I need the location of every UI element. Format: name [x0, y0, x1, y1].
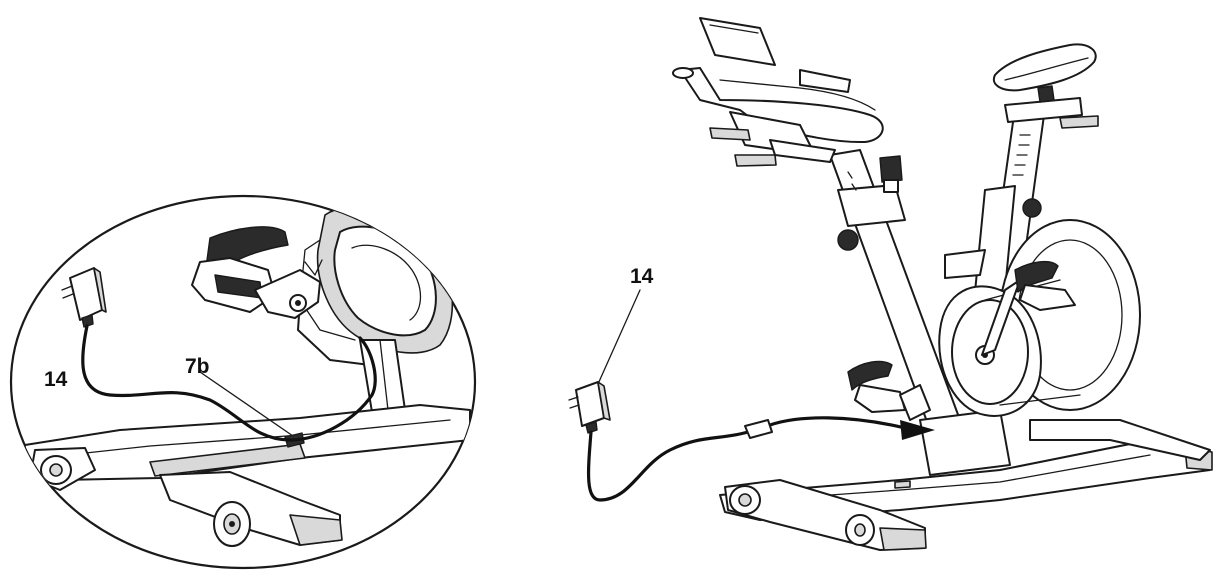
leader-line-14-main: [597, 289, 641, 385]
bike-frame: [829, 149, 1011, 476]
bike-power-port-arrow: [768, 416, 935, 440]
bike-saddle: [992, 43, 1097, 103]
detail-magnifier: 14 7b: [9, 194, 477, 570]
bike-base: [719, 419, 1213, 551]
main-cable-plug: [744, 419, 773, 439]
leader-line-7b: [199, 371, 294, 437]
callout-7b: 7b: [185, 355, 210, 378]
bike-seat-post: [944, 97, 1099, 293]
bike-handlebar: [672, 17, 884, 167]
callout-14-main: 14: [630, 265, 654, 288]
callout-14-detail: 14: [44, 368, 68, 391]
detail-pedal: [191, 226, 323, 319]
main-power-cable: [586, 430, 750, 502]
bike-pedals: [847, 260, 1076, 421]
detail-power-cable: [81, 324, 377, 442]
main-power-adapter: [568, 381, 611, 434]
spin-bike: 14: [568, 17, 1213, 551]
bike-resistance-knob: [837, 155, 903, 251]
bike-flywheel: [938, 219, 1141, 417]
detail-power-adapter: [61, 267, 107, 328]
